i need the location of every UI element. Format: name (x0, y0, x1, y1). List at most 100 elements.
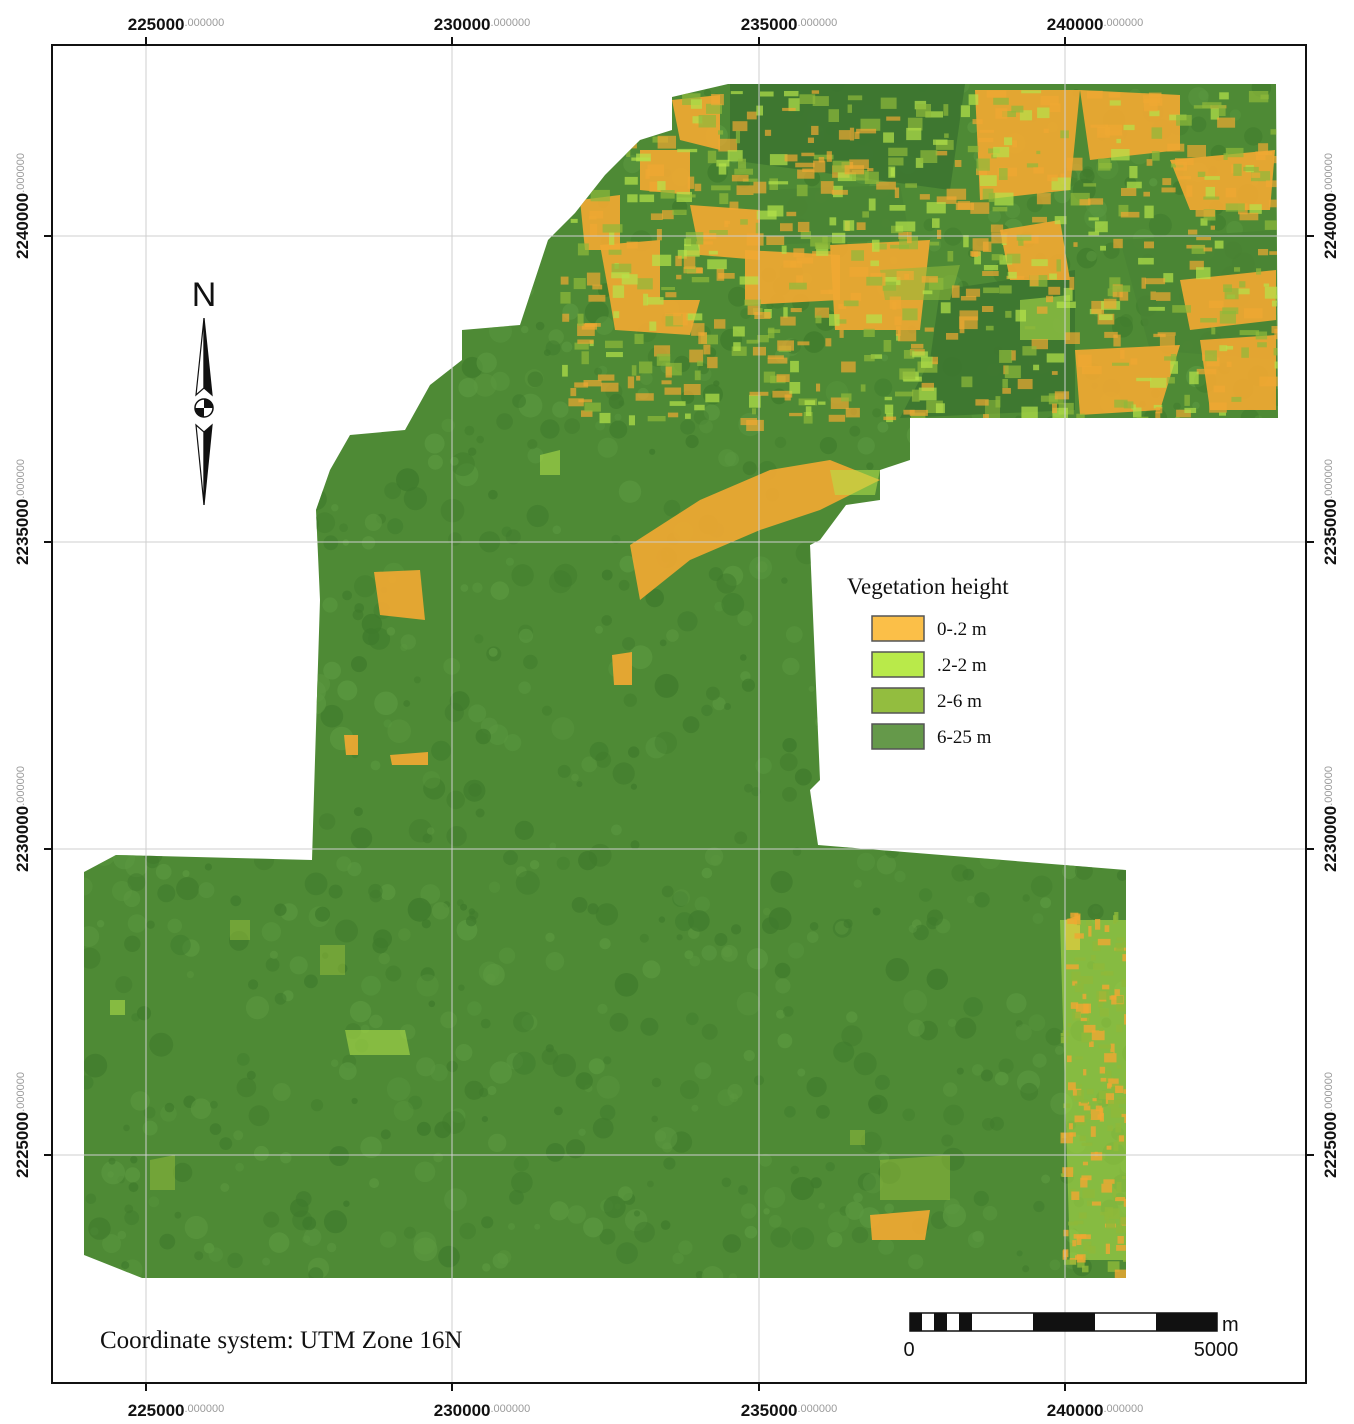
field-speckle (1011, 350, 1016, 361)
field-speckle (895, 326, 901, 336)
canopy-blob (290, 346, 306, 363)
canopy-blob (424, 433, 445, 454)
canopy-blob (722, 1234, 742, 1253)
field-speckle (1090, 1126, 1096, 1137)
canopy-blob (460, 903, 468, 911)
field-speckle (1082, 1189, 1095, 1199)
canopy-blob (488, 647, 498, 657)
field-speckle (1109, 100, 1121, 106)
canopy-blob (703, 404, 720, 421)
field-speckle (1033, 167, 1044, 174)
canopy-blob (628, 746, 640, 758)
canopy-blob (84, 89, 97, 107)
canopy-blob (520, 325, 529, 334)
field-speckle (998, 168, 1008, 180)
canopy-blob (528, 124, 552, 147)
canopy-blob (828, 1211, 849, 1233)
field-speckle (1092, 1098, 1097, 1102)
canopy-blob (602, 134, 625, 157)
canopy-blob (386, 1077, 411, 1101)
field-speckle (1118, 204, 1129, 217)
canopy-blob (146, 191, 165, 210)
canopy-blob (194, 1251, 204, 1261)
canopy-blob (989, 1116, 1004, 1131)
field-speckle (675, 255, 682, 267)
canopy-blob (505, 557, 514, 566)
vegetation-patch (1170, 150, 1275, 210)
field-speckle (571, 196, 580, 205)
canopy-blob (86, 820, 107, 840)
canopy-blob (1148, 644, 1159, 655)
canopy-blob (746, 948, 769, 970)
canopy-blob (280, 543, 289, 551)
canopy-blob (1239, 1027, 1254, 1043)
map-frame (51, 44, 1307, 1384)
field-speckle (982, 188, 994, 200)
canopy-blob (592, 1117, 614, 1139)
canopy-blob (369, 1178, 380, 1189)
field-speckle (776, 374, 790, 383)
field-speckle (588, 294, 606, 302)
canopy-blob (1069, 543, 1090, 564)
canopy-blob (1009, 587, 1024, 602)
canopy-blob (1221, 438, 1245, 461)
canopy-blob (1190, 1016, 1214, 1040)
canopy-blob (371, 92, 379, 100)
field-speckle (1148, 92, 1162, 98)
canopy-blob (291, 530, 304, 543)
canopy-blob (543, 349, 551, 356)
canopy-blob (926, 968, 948, 990)
canopy-blob (256, 356, 264, 364)
canopy-blob (515, 866, 527, 878)
field-speckle (1196, 267, 1211, 280)
canopy-blob (1264, 750, 1278, 771)
canopy-blob (640, 1017, 659, 1036)
canopy-blob (135, 719, 154, 737)
field-speckle (1087, 90, 1103, 99)
field-speckle (1251, 171, 1271, 182)
canopy-blob (414, 1161, 436, 1183)
field-speckle (1031, 259, 1048, 267)
field-speckle (884, 396, 893, 401)
canopy-blob (416, 974, 439, 997)
canopy-blob (1040, 897, 1052, 909)
canopy-blob (1232, 440, 1251, 459)
field-speckle (797, 221, 810, 232)
field-speckle (864, 355, 875, 362)
field-speckle (685, 232, 704, 245)
field-speckle (1172, 305, 1191, 313)
canopy-blob (84, 821, 103, 844)
canopy-blob (1104, 786, 1125, 807)
field-speckle (635, 393, 654, 401)
canopy-blob (597, 437, 618, 458)
canopy-blob (456, 899, 464, 907)
field-speckle (931, 356, 938, 365)
field-speckle (789, 282, 807, 290)
field-speckle (999, 255, 1013, 265)
canopy-blob (439, 208, 461, 230)
field-speckle (694, 370, 701, 381)
canopy-blob (236, 398, 261, 423)
field-speckle (1226, 361, 1232, 367)
canopy-blob (1212, 518, 1232, 538)
canopy-blob (955, 457, 966, 468)
canopy-blob (647, 1180, 654, 1188)
canopy-blob (955, 1017, 977, 1039)
field-speckle (978, 137, 994, 143)
field-speckle (1076, 1254, 1086, 1263)
canopy-blob (351, 1097, 358, 1105)
field-speckle (568, 398, 584, 407)
field-speckle (882, 281, 897, 291)
canopy-blob (383, 719, 392, 728)
canopy-blob (721, 592, 745, 616)
field-speckle (1280, 360, 1297, 366)
canopy-blob (1201, 863, 1214, 876)
field-speckle (935, 140, 954, 150)
field-speckle (1094, 221, 1108, 233)
field-speckle (1273, 156, 1278, 164)
field-speckle (1071, 971, 1081, 982)
field-speckle (1121, 979, 1135, 987)
canopy-blob (742, 461, 757, 476)
field-speckle (609, 232, 615, 245)
canopy-blob (165, 830, 179, 844)
